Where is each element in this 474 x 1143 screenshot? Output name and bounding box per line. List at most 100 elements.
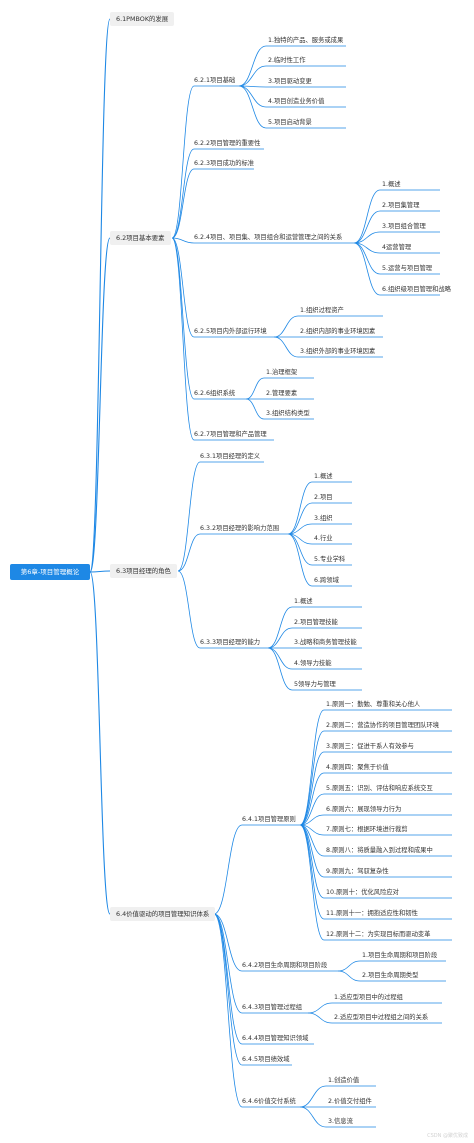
connector-line: [177, 570, 201, 649]
topic-6-4-2-item[interactable]: 2.项目生命周期类型: [362, 972, 419, 979]
topic-6-2-6-item[interactable]: 2.管理要素: [266, 390, 298, 397]
connector-line: [245, 398, 265, 420]
topic-6-3-3-item[interactable]: 4.领导力技能: [294, 660, 332, 667]
connector-line: [287, 533, 313, 587]
principle-item[interactable]: 9.原则九：驾驭复杂性: [326, 868, 389, 875]
topic-6-2-5-item[interactable]: 2.组织内部的事业环境因素: [300, 328, 376, 335]
topic-6-2-1-item[interactable]: 1.独特的产品、服务或成果: [268, 37, 344, 44]
topic-6-2-5-item[interactable]: 3.组织外部的事业环境因素: [300, 348, 376, 355]
topic-6-2-6-item[interactable]: 1.治理框架: [266, 369, 298, 376]
topic-6-2-1-item[interactable]: 4.项目创造业务价值: [268, 98, 325, 105]
topic-6-2-1[interactable]: 6.2.1项目基础: [194, 77, 236, 84]
principle-item[interactable]: 5.原则五：识别、评估和响应系统交互: [326, 785, 433, 792]
section-6-2[interactable]: 6.2项目基本要素: [110, 231, 171, 245]
topic-6-2-4[interactable]: 6.2.4项目、项目集、项目组合和运营管理之间的关系: [194, 234, 343, 241]
connector-line: [299, 1106, 327, 1128]
topic-6-2-4-item[interactable]: 5.运营与项目管理: [382, 265, 433, 272]
connector-line: [337, 960, 361, 972]
topic-6-2-1-item[interactable]: 5.项目启动背景: [268, 119, 312, 126]
section-6-4[interactable]: 6.4价值驱动的项目管理知识体系: [110, 907, 216, 921]
connector-line: [287, 523, 313, 535]
topic-6-4-2-item[interactable]: 1.项目生命周期和项目阶段: [362, 952, 438, 959]
connector-line: [177, 461, 201, 572]
topic-6-4-6[interactable]: 6.4.6价值交付系统: [242, 1098, 296, 1105]
principle-item[interactable]: 10.原则十：优化风险应对: [326, 889, 399, 896]
topic-6-3-3-item[interactable]: 2.项目管理技能: [294, 619, 338, 626]
topic-6-2-4-item[interactable]: 6.组织级项目管理和战略: [382, 286, 451, 293]
topic-6-4-6-item[interactable]: 3.信息流: [328, 1118, 353, 1125]
topic-6-3-3-item[interactable]: 3.战略和商务管理技能: [294, 639, 357, 646]
principle-item[interactable]: 4.原则四：聚焦于价值: [326, 764, 389, 771]
topic-6-4-6-item[interactable]: 1.创造价值: [328, 1077, 360, 1084]
principle-item[interactable]: 12.原则十二：为实现目标而驱动变革: [326, 931, 431, 938]
topic-6-2-6-item[interactable]: 3.组织结构类型: [266, 410, 310, 417]
topic-6-2-4-item[interactable]: 2.项目集管理: [382, 202, 420, 209]
topic-6-2-4-item[interactable]: 1.概述: [382, 181, 401, 188]
topic-6-2-4-item[interactable]: 4运营管理: [382, 244, 412, 251]
topic-6-3-1[interactable]: 6.3.1项目经理的定义: [200, 453, 261, 460]
connector-line: [238, 85, 267, 108]
topic-6-2-7[interactable]: 6.2.7项目管理和产品管理: [194, 431, 267, 438]
connector-line: [89, 571, 111, 915]
topic-6-3-2-item[interactable]: 1.概述: [314, 473, 333, 480]
topic-6-2-3[interactable]: 6.2.3项目成功的标准: [194, 160, 255, 167]
topic-6-3-2[interactable]: 6.3.2项目经理的影响力范围: [200, 525, 279, 532]
topic-6-2-4-item[interactable]: 3.项目组合管理: [382, 223, 426, 230]
connector-line: [353, 242, 381, 296]
topic-6-3-3-item[interactable]: 1.概述: [294, 598, 313, 605]
topic-6-2-6[interactable]: 6.2.6组织系统: [194, 390, 236, 397]
principle-item[interactable]: 2.原则二：营造协作的项目管理团队环境: [326, 722, 440, 729]
connector-line: [299, 709, 325, 826]
topic-6-3-2-item[interactable]: 3.组织: [314, 515, 333, 522]
connector-line: [171, 148, 195, 239]
topic-6-3-2-item[interactable]: 5.专业学科: [314, 556, 346, 563]
connector-line: [89, 18, 111, 573]
principle-item[interactable]: 8.原则八：将质量融入到过程和成果中: [326, 847, 433, 854]
connector-line: [238, 65, 267, 87]
topic-6-2-1-item[interactable]: 2.临时性工作: [268, 57, 306, 64]
section-6-3[interactable]: 6.3项目经理的角色: [110, 564, 177, 578]
watermark-text: CSDN @聚优致成: [427, 1133, 468, 1139]
connector-line: [337, 970, 361, 982]
connector-line: [299, 772, 325, 826]
connector-line: [213, 913, 243, 972]
topic-6-3-3[interactable]: 6.3.3项目经理的能力: [200, 639, 261, 646]
topic-6-4-4[interactable]: 6.4.4项目管理知识领域: [242, 1035, 309, 1042]
root-topic[interactable]: 第6章-项目管理概论: [10, 564, 90, 580]
principle-item[interactable]: 6.原则六：展现领导力行为: [326, 806, 402, 813]
topic-6-4-3[interactable]: 6.4.3项目管理过程组: [242, 1004, 303, 1011]
connector-line: [273, 336, 299, 358]
connector-line: [299, 824, 325, 920]
connector-line: [171, 85, 195, 239]
section-6-1[interactable]: 6.1PMBOK的发展: [110, 12, 175, 26]
topic-6-4-1[interactable]: 6.4.1项目管理原则: [242, 816, 296, 823]
connector-line: [299, 814, 325, 826]
connector-line: [267, 627, 293, 649]
topic-6-4-3-item[interactable]: 1.适应型项目中的过程组: [334, 994, 403, 1001]
topic-6-3-2-item[interactable]: 4.行业: [314, 535, 333, 542]
principle-item[interactable]: 1.原则一：勤勉、尊重和关心他人: [326, 701, 421, 708]
topic-6-4-6-item[interactable]: 2.价值交付组件: [328, 1098, 372, 1105]
topic-6-2-5[interactable]: 6.2.5项目内外部运行环境: [194, 328, 267, 335]
principle-item[interactable]: 7.原则七：根据环境进行裁剪: [326, 826, 408, 833]
topic-6-4-3-item[interactable]: 2.适应型项目中过程组之间的关系: [334, 1014, 429, 1021]
topic-6-2-1-item[interactable]: 3.项目驱动变更: [268, 78, 312, 85]
topic-6-3-2-item[interactable]: 6.跨领域: [314, 577, 339, 584]
connector-line: [267, 647, 293, 691]
topic-6-4-2[interactable]: 6.4.2项目生命周期和项目阶段: [242, 962, 328, 969]
topic-6-3-3-item[interactable]: 5领导力与管理: [294, 681, 336, 688]
connector-line: [287, 481, 313, 535]
connector-line: [238, 45, 267, 87]
connector-line: [299, 824, 325, 941]
connector-line: [213, 913, 243, 1014]
topic-6-2-2[interactable]: 6.2.2项目管理的重要性: [194, 140, 261, 147]
connector-line: [213, 913, 243, 1066]
connector-line: [213, 824, 243, 915]
topic-6-4-5[interactable]: 6.4.5项目绩效域: [242, 1056, 290, 1063]
connector-line: [171, 168, 195, 239]
principle-item[interactable]: 11.原则十一：拥抱适应性和韧性: [326, 910, 418, 917]
principle-item[interactable]: 3.原则三：促进干系人有效参与: [326, 743, 414, 750]
topic-6-2-5-item[interactable]: 1.组织过程资产: [300, 307, 344, 314]
topic-6-3-2-item[interactable]: 2.项目: [314, 494, 333, 501]
